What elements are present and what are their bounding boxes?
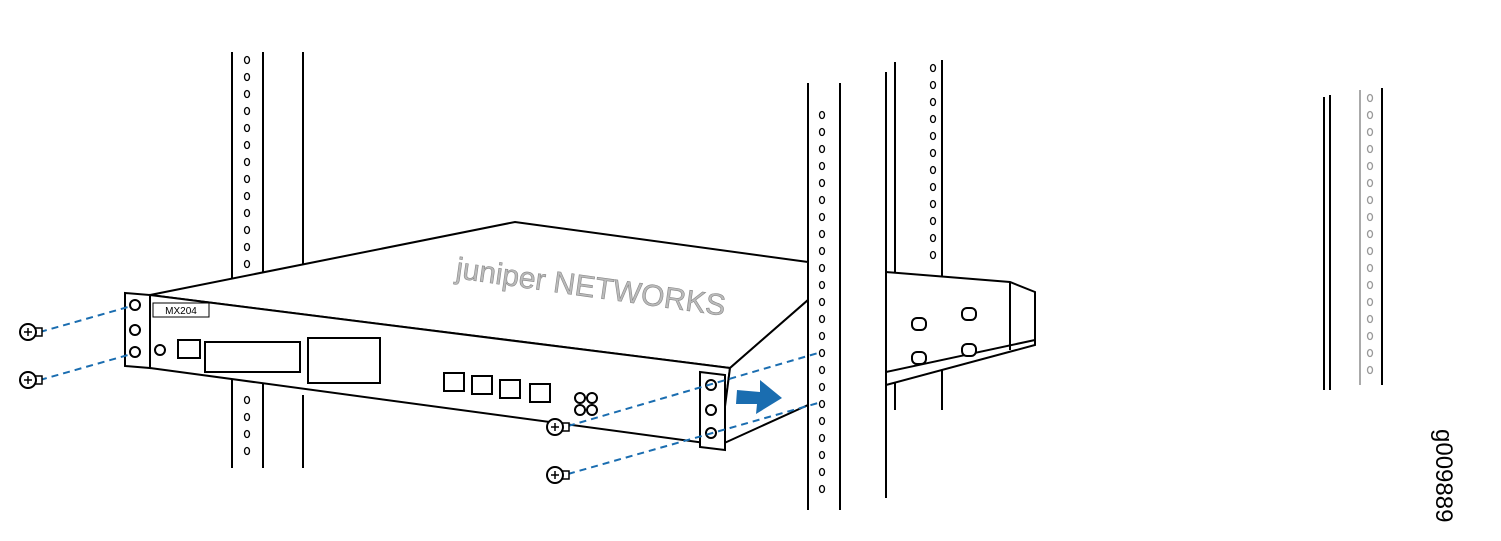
rail-hole [1366, 280, 1374, 290]
right-rear-rail-holes [929, 63, 937, 260]
rail-hole [929, 63, 937, 73]
rail-hole [1366, 93, 1374, 103]
rail-hole [243, 72, 251, 82]
screws [19, 323, 570, 484]
rail-hole [243, 429, 251, 439]
rail-hole [818, 178, 826, 188]
model-label: MX204 [165, 306, 197, 317]
rail-hole [1366, 212, 1374, 222]
screw-icon [546, 418, 570, 436]
rail-hole [929, 216, 937, 226]
rail-hole [1366, 348, 1374, 358]
rail-hole [929, 199, 937, 209]
rail-hole [818, 416, 826, 426]
left-rear-rail-holes [1366, 93, 1374, 375]
rail-hole [818, 127, 826, 137]
left-rail-holes [243, 55, 251, 456]
screw-guide-lines [39, 306, 819, 475]
figure-id-label: g009889 [1430, 429, 1457, 523]
rail-hole [818, 212, 826, 222]
rail-hole [929, 80, 937, 90]
rail-hole [818, 348, 826, 358]
rail-hole [243, 55, 251, 65]
rail-hole [929, 233, 937, 243]
rail-hole [1366, 331, 1374, 341]
rail-hole [1366, 246, 1374, 256]
rail-hole [243, 412, 251, 422]
rail-hole [243, 140, 251, 150]
rail-hole [1366, 161, 1374, 171]
rail-hole [243, 157, 251, 167]
rail-hole [818, 365, 826, 375]
rail-hole [929, 97, 937, 107]
rear-mounting-bracket [885, 270, 1036, 387]
rail-hole [818, 195, 826, 205]
rail-hole [1366, 144, 1374, 154]
rail-hole [1366, 314, 1374, 324]
rail-hole [1366, 229, 1374, 239]
rail-hole [1366, 110, 1374, 120]
rail-hole [818, 161, 826, 171]
rail-hole [818, 297, 826, 307]
rail-hole [1366, 178, 1374, 188]
rail-hole [929, 182, 937, 192]
rail-hole [243, 208, 251, 218]
rail-hole [818, 331, 826, 341]
rail-hole [243, 395, 251, 405]
rail-hole [929, 250, 937, 260]
rail-hole [243, 259, 251, 269]
rail-hole [243, 242, 251, 252]
screw-icon [19, 371, 43, 389]
screw-icon [546, 466, 570, 484]
screw-icon [19, 323, 43, 341]
rail-hole [818, 263, 826, 273]
router-chassis [124, 220, 809, 452]
left-front-rail [231, 52, 304, 468]
rail-hole [818, 484, 826, 494]
rail-hole [818, 144, 826, 154]
rail-hole [1366, 365, 1374, 375]
rail-hole [243, 123, 251, 133]
rail-hole [818, 450, 826, 460]
rail-hole [243, 446, 251, 456]
rail-hole [243, 225, 251, 235]
rail-hole [1366, 195, 1374, 205]
rail-hole [243, 106, 251, 116]
front-panel-badge: MX204 [152, 302, 210, 318]
rail-hole [818, 229, 826, 239]
rail-hole [929, 148, 937, 158]
rail-hole [929, 131, 937, 141]
right-front-rail-holes [818, 110, 826, 494]
rail-hole [818, 246, 826, 256]
rail-hole [818, 314, 826, 324]
rail-hole [818, 467, 826, 477]
rail-hole [1366, 263, 1374, 273]
rail-hole [929, 114, 937, 124]
rail-hole [243, 191, 251, 201]
insert-direction-arrow [736, 380, 782, 414]
rail-hole [1366, 297, 1374, 307]
rail-hole [243, 174, 251, 184]
rail-hole [243, 89, 251, 99]
rail-hole [1366, 127, 1374, 137]
rail-hole [818, 433, 826, 443]
left-rear-rail [1323, 88, 1383, 390]
rail-hole [929, 165, 937, 175]
rail-hole [818, 382, 826, 392]
rail-hole [818, 399, 826, 409]
rail-hole [818, 280, 826, 290]
rail-hole [818, 110, 826, 120]
